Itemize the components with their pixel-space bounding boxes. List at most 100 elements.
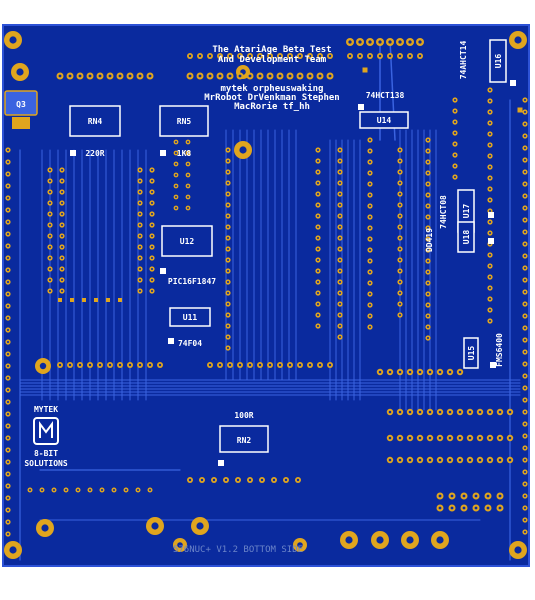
via-hole	[148, 363, 152, 367]
via-hole	[418, 370, 422, 374]
via-hole	[272, 478, 276, 482]
via-hole	[368, 54, 372, 58]
via-hole	[478, 410, 482, 414]
u14-label: U14	[377, 116, 392, 125]
via-hole	[226, 236, 230, 240]
via-hole	[398, 170, 402, 174]
credit-line-3: mytek orpheuswaking	[221, 83, 324, 94]
via-hole	[398, 214, 402, 218]
via-hole	[398, 370, 402, 374]
credit-line-5: MacRorie tf_hh	[234, 101, 310, 112]
u16-label: U16	[494, 54, 503, 69]
via-hole	[138, 201, 142, 205]
via-hole	[188, 74, 192, 78]
via-hole	[226, 192, 230, 196]
logo-line-1: MYTEK	[34, 405, 58, 414]
via-hole	[398, 436, 402, 440]
chip-icon	[33, 417, 59, 445]
via-hole	[150, 190, 154, 194]
via-hole	[453, 120, 457, 124]
via-hole	[248, 478, 252, 482]
via-hole	[388, 54, 392, 58]
via-hole	[523, 434, 527, 438]
via-hole	[296, 478, 300, 482]
via-hole	[488, 209, 492, 213]
via-hole	[60, 223, 64, 227]
via-hole	[316, 214, 320, 218]
via-hole	[226, 258, 230, 262]
via-hole	[41, 489, 43, 491]
via-hole	[368, 270, 372, 274]
via-hole	[60, 267, 64, 271]
via-hole	[6, 256, 10, 260]
via-hole	[488, 121, 492, 125]
via-hole	[150, 223, 154, 227]
logo-line-2: 8-BIT	[34, 449, 58, 458]
u12-part: PIC16F1847	[168, 277, 216, 286]
via-hole	[338, 335, 342, 339]
via-hole	[6, 472, 10, 476]
via-hole	[278, 363, 282, 367]
via-hole	[298, 74, 302, 78]
via-hole	[298, 54, 302, 58]
via-hole	[368, 292, 372, 296]
via-hole	[418, 54, 422, 58]
via-hole	[488, 176, 492, 180]
via-hole	[398, 203, 402, 207]
via-hole	[226, 313, 230, 317]
via-hole	[48, 245, 52, 249]
via-hole	[224, 478, 228, 482]
via-hole	[368, 215, 372, 219]
via-hole	[488, 410, 492, 414]
via-hole	[368, 149, 372, 153]
via-hole	[108, 363, 112, 367]
via-hole	[226, 159, 230, 163]
via-hole	[486, 494, 490, 498]
via-hole	[41, 524, 49, 532]
via-hole	[523, 170, 527, 174]
via-hole	[48, 223, 52, 227]
via-hole	[226, 346, 230, 350]
via-hole	[150, 179, 154, 183]
via-hole	[474, 506, 478, 510]
via-hole	[338, 192, 342, 196]
via-hole	[438, 506, 442, 510]
via-hole	[514, 546, 522, 554]
u12-pin1-marker	[160, 268, 166, 274]
via-hole	[6, 364, 10, 368]
via-hole	[316, 269, 320, 273]
via-hole	[486, 506, 490, 510]
via-hole	[177, 542, 183, 548]
via-hole	[488, 286, 492, 290]
via-hole	[149, 489, 151, 491]
via-hole	[418, 410, 422, 414]
via-hole	[523, 134, 527, 138]
via-hole	[338, 236, 342, 240]
via-hole	[258, 74, 262, 78]
via-hole	[208, 74, 212, 78]
via-hole	[488, 198, 492, 202]
via-hole	[523, 266, 527, 270]
via-hole	[118, 74, 122, 78]
via-hole	[426, 325, 430, 329]
via-hole	[138, 245, 142, 249]
via-hole	[408, 54, 412, 58]
via-hole	[508, 410, 512, 414]
via-hole	[187, 174, 189, 176]
via-hole	[48, 267, 52, 271]
via-hole	[150, 278, 154, 282]
via-hole	[398, 258, 402, 262]
via-hole	[113, 489, 115, 491]
via-hole	[378, 370, 382, 374]
via-hole	[6, 244, 10, 248]
via-hole	[48, 168, 52, 172]
via-hole	[426, 226, 430, 230]
via-hole	[418, 458, 422, 462]
via-hole	[388, 436, 392, 440]
via-hole	[368, 160, 372, 164]
via-hole	[60, 168, 64, 172]
via-hole	[523, 410, 527, 414]
via-hole	[398, 40, 402, 44]
via-hole	[226, 170, 230, 174]
via-hole	[488, 275, 492, 279]
